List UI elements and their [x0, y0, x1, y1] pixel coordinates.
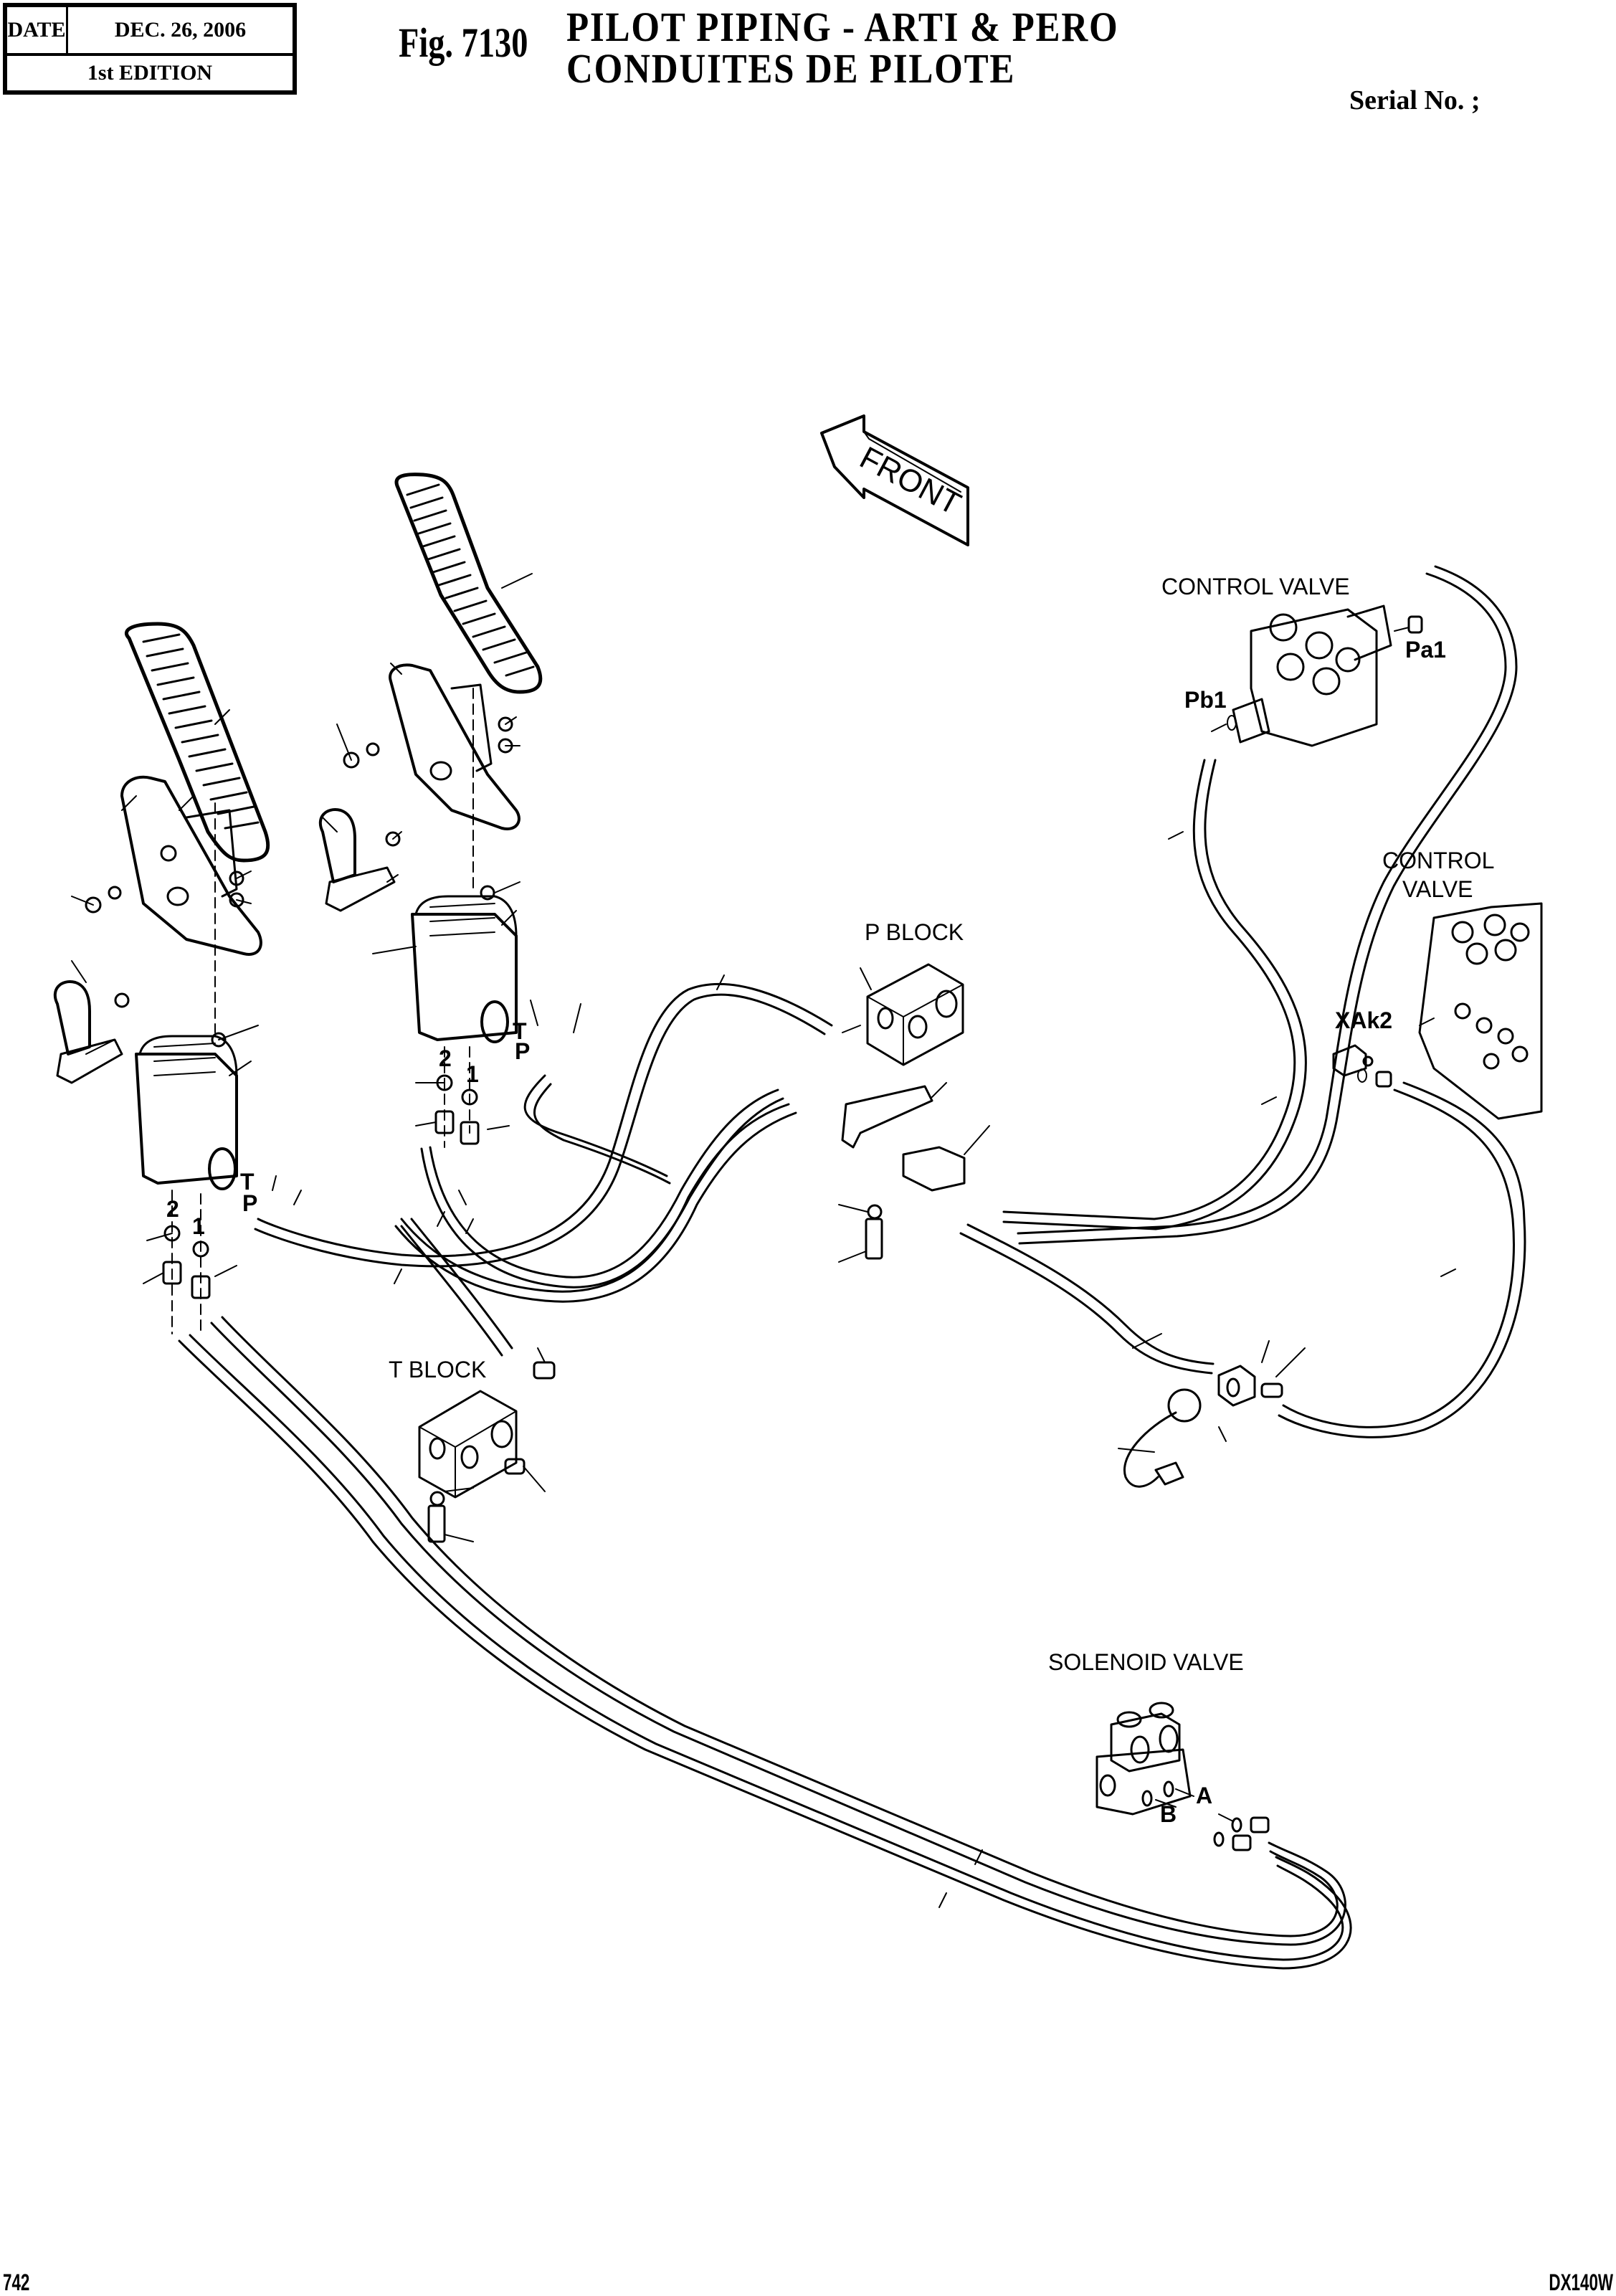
pressure-switch: [1123, 1365, 1283, 1488]
solenoid-port-a-label: A: [1196, 1783, 1213, 1808]
right-hook-bracket: [318, 808, 396, 912]
left-pedal-port-t-label: T: [240, 1169, 255, 1195]
port-pb1-label: Pb1: [1184, 687, 1227, 713]
control-valve-1: [1211, 604, 1423, 747]
leader-lines: [71, 663, 1456, 1908]
left-pedal-footpad: [124, 622, 270, 863]
solenoid-valve: [1095, 1702, 1270, 1851]
port-pa1-label: Pa1: [1405, 637, 1446, 663]
serial-number-label: Serial No. ;: [1349, 85, 1480, 115]
solenoid-valve-label: SOLENOID VALVE: [1048, 1649, 1244, 1675]
solenoid-port-b-label: B: [1160, 1801, 1177, 1827]
left-pedal-port-p-label: P: [242, 1190, 258, 1216]
control-valve-2-label-line1: CONTROL: [1382, 848, 1495, 873]
p-block: [842, 963, 964, 1066]
date-value: DEC. 26, 2006: [114, 18, 247, 42]
page-number: 742: [3, 2269, 30, 2295]
t-block-label: T BLOCK: [389, 1357, 487, 1382]
control-valve-2: [1418, 902, 1543, 1120]
left-pedal-port-1-label: 1: [192, 1213, 205, 1239]
port-xak2-label: XAk2: [1335, 1007, 1393, 1033]
right-pedal-port-p-label: P: [515, 1038, 531, 1064]
t-block: [418, 1361, 556, 1543]
right-pedal-footpad: [394, 473, 543, 694]
p-block-bracket: [841, 1085, 966, 1260]
front-direction-arrow-icon: FRONT: [820, 414, 969, 546]
control-valve-1-label: CONTROL VALVE: [1161, 574, 1350, 599]
right-pedal-port-2-label: 2: [439, 1045, 452, 1071]
right-pedal-port-1-label: 1: [466, 1061, 479, 1087]
date-label: DATE: [7, 7, 68, 53]
right-pedal-valve: [389, 663, 521, 1148]
right-pedal-port-t-label: T: [513, 1018, 527, 1044]
left-hook-bracket: [53, 980, 123, 1084]
xak2-fitting: [1332, 1044, 1392, 1088]
date-edition-box: DATE DEC. 26, 2006 1st EDITION: [3, 3, 297, 95]
fasteners: [85, 716, 513, 1299]
control-valve-2-label-line2: VALVE: [1402, 876, 1473, 902]
front-arrow-label: FRONT: [854, 440, 966, 522]
model-name: DX140W: [1549, 2269, 1613, 2295]
pilot-hoses: [178, 565, 1526, 1970]
left-pedal-port-2-label: 2: [166, 1196, 179, 1222]
p-block-label: P BLOCK: [865, 919, 964, 945]
title-english: PILOT PIPING - ARTI & PERO: [566, 4, 1119, 50]
edition-label: 1st EDITION: [87, 61, 213, 85]
figure-number: Fig. 7130: [399, 19, 528, 66]
date-row: DATE DEC. 26, 2006: [7, 7, 293, 56]
title-french: CONDUITES DE PILOTE: [566, 45, 1016, 92]
left-pedal-valve: [120, 775, 262, 1334]
